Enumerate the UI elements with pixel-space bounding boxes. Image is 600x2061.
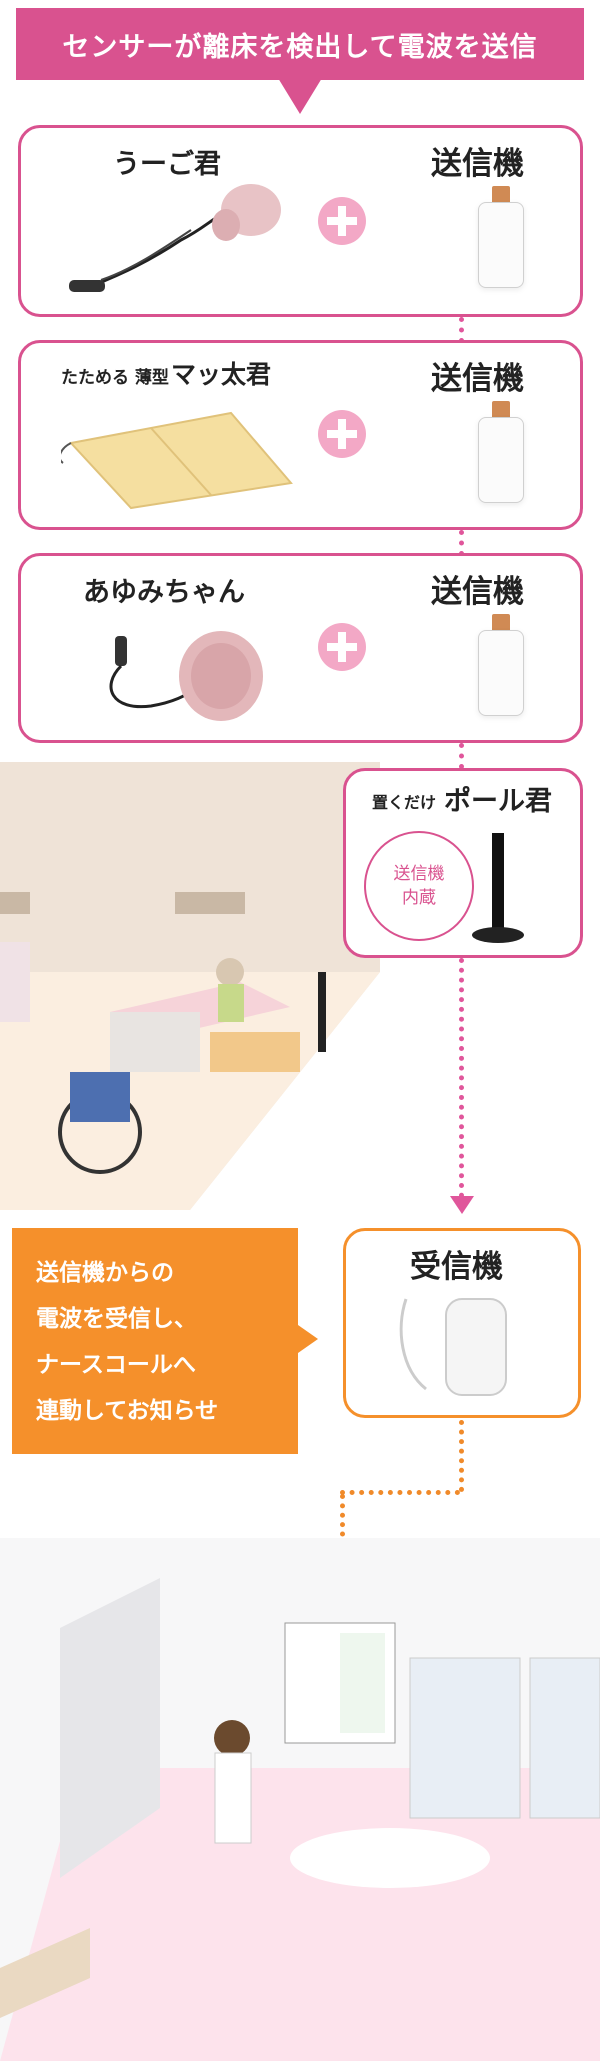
- transmitter-icon: [478, 417, 524, 503]
- transmitter-label: 送信機: [431, 361, 524, 397]
- plus-icon: [318, 623, 366, 671]
- ayumichan-sensor-image: [109, 631, 263, 721]
- transmitter-label: 送信機: [431, 574, 524, 610]
- transmitter-antenna: [492, 401, 510, 419]
- receiver-label: 受信機: [410, 1249, 503, 1285]
- ugokun-sensor-image: [69, 184, 281, 292]
- sensor-name: マッ太君: [171, 360, 272, 389]
- connector-dots: [340, 1494, 345, 1574]
- connector-dots: [459, 1420, 464, 1492]
- pole-name: ポール君: [444, 786, 552, 817]
- info-box-arrow: [298, 1325, 318, 1353]
- connector-dots: [459, 530, 464, 556]
- pole-sensor-image: [472, 833, 524, 943]
- info-line: 送信機からの: [36, 1260, 174, 1286]
- banner-text: センサーが離床を検出して電波を送信: [62, 31, 538, 63]
- connector-dots: [459, 958, 464, 1198]
- plus-icon: [318, 197, 366, 245]
- receiver-image: [399, 1298, 507, 1396]
- built-in-transmitter-badge: 送信機 内蔵: [364, 831, 474, 941]
- sensor-name: うーご君: [113, 149, 221, 180]
- sensor-card-mattakun: たためる 薄型 マッ太君 送信機: [18, 340, 583, 530]
- header-banner: センサーが離床を検出して電波を送信: [16, 8, 584, 80]
- badge-line2: 内蔵: [402, 888, 436, 908]
- pole-name-prefix: 置くだけ: [372, 793, 437, 812]
- mattakun-mat-image: [61, 411, 293, 510]
- receiver-card: 受信機: [343, 1228, 581, 1418]
- nurse-station-illustration: [0, 1538, 600, 2061]
- info-line: ナースコールへ: [36, 1352, 196, 1378]
- info-box: 送信機からの 電波を受信し、 ナースコールへ 連動してお知らせ: [12, 1228, 298, 1454]
- transmitter-label: 送信機: [431, 146, 524, 182]
- plus-icon: [318, 410, 366, 458]
- transmitter-icon: [478, 630, 524, 716]
- sensor-card-ayumichan: あゆみちゃん 送信機: [18, 553, 583, 743]
- connector-dots: [459, 317, 464, 343]
- connector-dots: [459, 743, 464, 769]
- connector-dots: [340, 1490, 460, 1495]
- transmitter-antenna: [492, 614, 510, 632]
- patient-room-illustration: [0, 762, 380, 1210]
- info-line: 電波を受信し、: [36, 1306, 197, 1332]
- badge-line1: 送信機: [393, 864, 445, 884]
- sensor-card-ugokun: うーご君 送信機: [18, 125, 583, 317]
- info-line: 連動してお知らせ: [36, 1398, 219, 1424]
- banner-arrow: [278, 78, 322, 114]
- down-arrow-icon: [450, 1196, 474, 1214]
- pole-card: 置くだけ ポール君 送信機 内蔵: [343, 768, 583, 958]
- sensor-name: あゆみちゃん: [83, 577, 245, 608]
- sensor-name-prefix: たためる 薄型: [61, 368, 169, 388]
- transmitter-antenna: [492, 186, 510, 204]
- transmitter-icon: [478, 202, 524, 288]
